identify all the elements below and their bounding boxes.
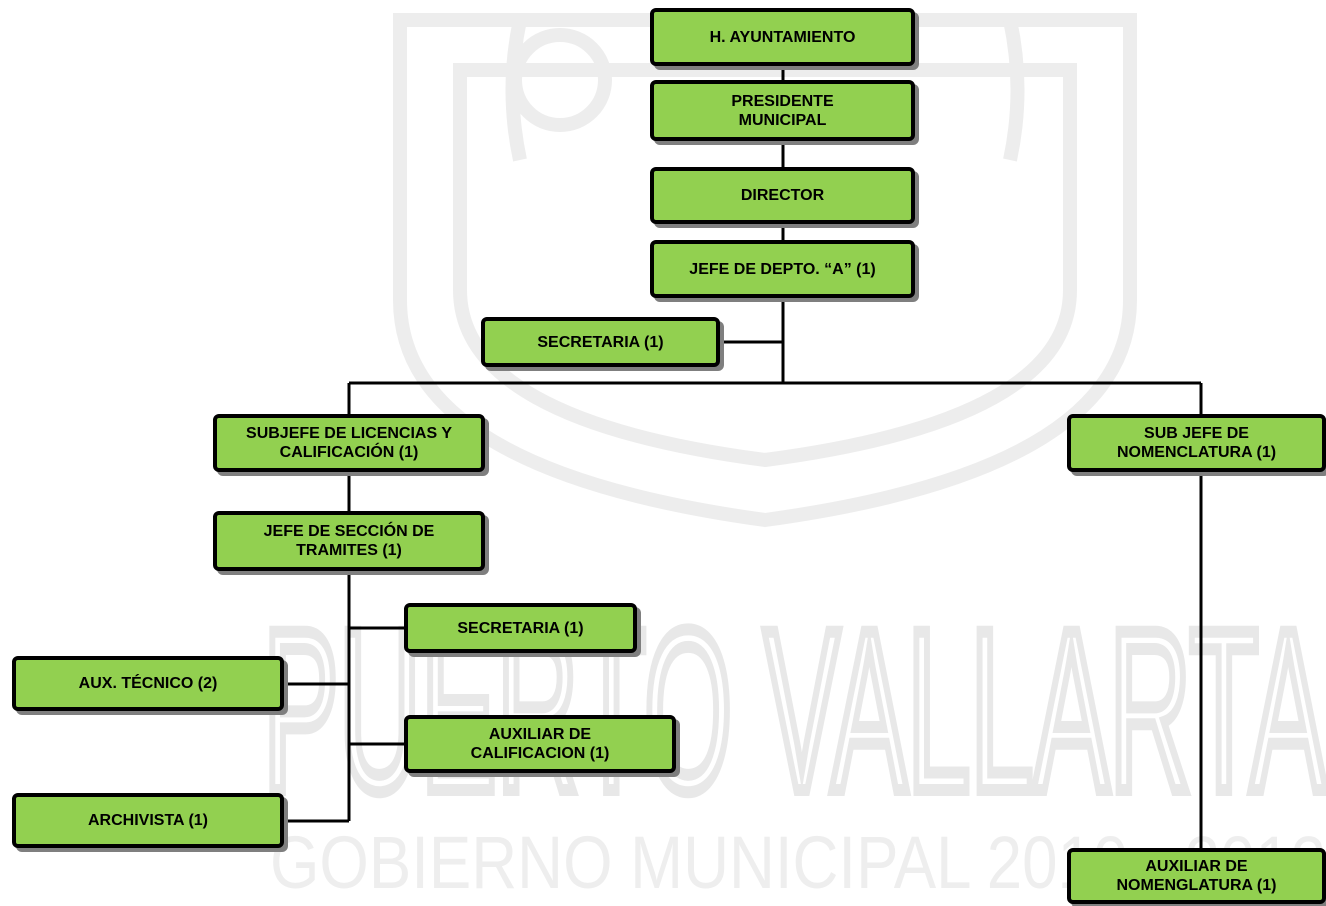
node-subjefe-licencias-label: SUBJEFE DE LICENCIAS Y CALIFICACIÓN (1) <box>246 425 452 461</box>
node-auxiliar-nomenglatura-label: AUXILIAR DE NOMENGLATURA (1) <box>1116 858 1277 894</box>
node-presidente-municipal: PRESIDENTE MUNICIPAL <box>650 80 915 141</box>
emblem-chain-right <box>1003 18 1025 162</box>
node-jefe-depto-label: JEFE DE DEPTO. “A” (1) <box>689 260 876 278</box>
node-jefe-seccion: JEFE DE SECCIÓN DE TRAMITES (1) <box>213 511 485 571</box>
node-archivista-label: ARCHIVISTA (1) <box>88 812 208 829</box>
node-jefe-seccion-label: JEFE DE SECCIÓN DE TRAMITES (1) <box>263 523 435 559</box>
node-subjefe-nomenclatura-label: SUB JEFE DE NOMENCLATURA (1) <box>1116 425 1277 461</box>
node-aux-tecnico-label: AUX. TÉCNICO (2) <box>78 675 218 692</box>
node-director: DIRECTOR <box>650 167 915 224</box>
node-secretaria-depto: SECRETARIA (1) <box>481 317 720 367</box>
node-subjefe-nomenclatura: SUB JEFE DE NOMENCLATURA (1) <box>1067 414 1326 472</box>
node-secretaria-depto-label: SECRETARIA (1) <box>537 333 664 351</box>
node-ayuntamiento-label: H. AYUNTAMIENTO <box>709 28 856 46</box>
node-auxiliar-calificacion-label: AUXILIAR DE CALIFICACION (1) <box>470 726 610 762</box>
node-ayuntamiento: H. AYUNTAMIENTO <box>650 8 915 66</box>
node-subjefe-licencias: SUBJEFE DE LICENCIAS Y CALIFICACIÓN (1) <box>213 414 485 472</box>
node-auxiliar-nomenglatura: AUXILIAR DE NOMENGLATURA (1) <box>1067 848 1326 904</box>
node-presidente-label: PRESIDENTE MUNICIPAL <box>731 92 834 129</box>
node-secretaria-seccion-label: SECRETARIA (1) <box>457 619 584 637</box>
node-secretaria-seccion: SECRETARIA (1) <box>404 603 637 653</box>
emblem-chain-left <box>505 18 527 162</box>
node-director-label: DIRECTOR <box>740 187 825 204</box>
node-jefe-depto: JEFE DE DEPTO. “A” (1) <box>650 240 915 298</box>
node-auxiliar-calificacion: AUXILIAR DE CALIFICACION (1) <box>404 715 676 773</box>
shield-outline <box>393 13 1137 528</box>
node-archivista: ARCHIVISTA (1) <box>12 793 284 848</box>
node-aux-tecnico: AUX. TÉCNICO (2) <box>12 656 284 711</box>
